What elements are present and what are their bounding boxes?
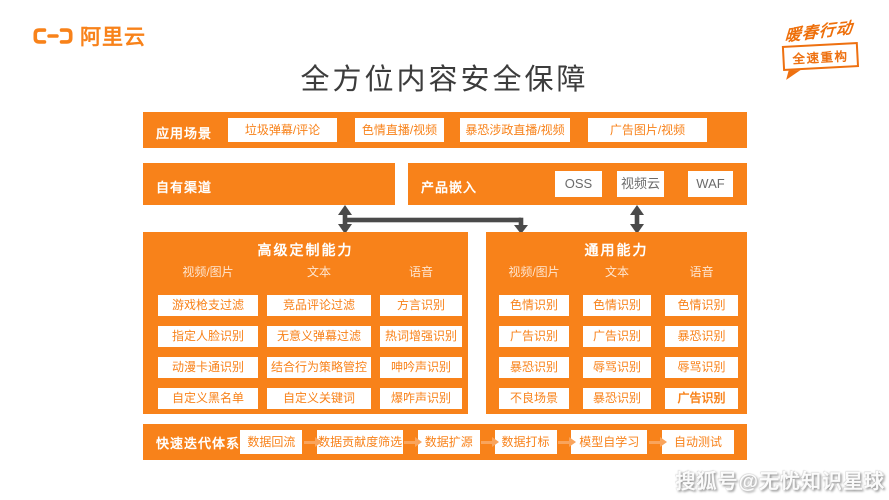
scenarios-label: 应用场景	[156, 126, 213, 141]
scenario-item: 色情直播/视频	[355, 118, 444, 142]
capability-item: 动漫卡通识别	[158, 357, 258, 378]
capability-item: 色情识别	[499, 295, 569, 316]
capability-item: 不良场景	[499, 388, 569, 409]
custom-capability-block: 高级定制能力 视频/图片 文本 语音 游戏枪支过滤 竞品评论过滤 方言识别 指定…	[143, 232, 468, 414]
scenario-item: 垃圾弹幕/评论	[228, 118, 337, 142]
capability-item: 辱骂识别	[665, 357, 738, 378]
custom-capability-title: 高级定制能力	[257, 242, 354, 258]
capability-cells: 色情识别 色情识别 色情识别 广告识别 广告识别 暴恐识别 暴恐识别 辱骂识别 …	[486, 295, 747, 409]
column-header: 语音	[408, 265, 433, 279]
aliyun-brackets-icon	[33, 28, 73, 44]
capability-item: 热词增强识别	[380, 326, 462, 347]
security-diagram: 应用场景 垃圾弹幕/评论 色情直播/视频 暴恐涉政直播/视频 广告图片/视频 自…	[143, 112, 747, 460]
scenario-item: 暴恐涉政直播/视频	[460, 118, 570, 142]
flow-arrow-icon	[557, 436, 576, 447]
column-header: 语音	[689, 265, 714, 279]
bidirectional-arrow-icon	[630, 205, 644, 234]
page-title: 全方位内容安全保障	[300, 64, 589, 96]
flow-arrow-icon	[481, 436, 500, 447]
column-headers: 视频/图片 文本 语音	[486, 265, 747, 295]
capability-item: 广告识别	[499, 326, 569, 347]
capability-item: 竞品评论过滤	[267, 295, 371, 316]
watermark: 搜狐号@无忧知识星球	[675, 471, 885, 493]
capability-item: 方言识别	[380, 295, 462, 316]
down-arrow-icon	[514, 225, 528, 234]
capability-item: 暴恐识别	[583, 388, 651, 409]
pipeline-step: 自动测试	[661, 430, 734, 454]
column-header: 视频/图片	[182, 265, 234, 279]
capability-item: 辱骂识别	[583, 357, 651, 378]
own-channel-band: 自有渠道	[143, 163, 395, 205]
own-channel-label: 自有渠道	[156, 180, 213, 195]
capability-item: 爆咋声识别	[380, 388, 462, 409]
pipeline-step: 数据贡献度筛选	[317, 430, 404, 454]
capability-item: 广告识别	[665, 388, 738, 409]
capability-item: 色情识别	[583, 295, 651, 316]
product-item: OSS	[555, 171, 602, 197]
connector-line	[345, 217, 521, 223]
flow-arrow-icon	[648, 436, 667, 447]
pipeline-step: 数据打标	[494, 430, 557, 454]
column-headers: 视频/图片 文本 语音	[143, 265, 468, 295]
capability-item: 自定义关键词	[267, 388, 371, 409]
product-embed-band: 产品嵌入 OSS 视频云 WAF	[408, 163, 747, 205]
product-embed-label: 产品嵌入	[421, 180, 478, 195]
flow-arrow-icon	[404, 436, 423, 447]
pipeline-step: 数据扩源	[417, 430, 480, 454]
product-item: 视频云	[617, 171, 664, 197]
capability-cells: 游戏枪支过滤 竞品评论过滤 方言识别 指定人脸识别 无意义弹幕过滤 热词增强识别…	[143, 295, 468, 409]
scenario-item: 广告图片/视频	[588, 118, 707, 142]
capability-item: 无意义弹幕过滤	[267, 326, 371, 347]
scenarios-band: 应用场景 垃圾弹幕/评论 色情直播/视频 暴恐涉政直播/视频 广告图片/视频	[143, 112, 747, 148]
flow-arrow-icon	[303, 436, 322, 447]
capability-item: 结合行为策略管控	[267, 357, 371, 378]
general-capability-block: 通用能力 视频/图片 文本 语音 色情识别 色情识别 色情识别 广告识别 广告识…	[486, 232, 747, 414]
capability-item: 暴恐识别	[665, 326, 738, 347]
column-header: 视频/图片	[508, 265, 560, 279]
column-header: 文本	[306, 265, 331, 279]
capability-item: 广告识别	[583, 326, 651, 347]
iteration-pipeline-band: 快速迭代体系 数据回流 数据贡献度筛选 数据扩源 数据打标 模型自学习 自动测试	[143, 424, 747, 460]
bidirectional-arrow-icon	[338, 205, 352, 234]
pipeline-step: 数据回流	[240, 430, 303, 454]
aliyun-logo: 阿里云	[32, 21, 146, 51]
capability-item: 色情识别	[665, 295, 738, 316]
capability-item: 指定人脸识别	[158, 326, 258, 347]
pipeline-label: 快速迭代体系	[156, 435, 241, 451]
brand-name: 阿里云	[80, 26, 146, 49]
connector-arrows	[338, 205, 644, 234]
capability-item: 游戏枪支过滤	[158, 295, 258, 316]
general-capability-title: 通用能力	[584, 242, 649, 258]
capability-item: 暴恐识别	[499, 357, 569, 378]
product-item: WAF	[688, 171, 733, 197]
capability-item: 呻吟声识别	[380, 357, 462, 378]
pipeline-step: 模型自学习	[571, 430, 648, 454]
capability-item: 自定义黑名单	[158, 388, 258, 409]
column-header: 文本	[604, 265, 629, 279]
